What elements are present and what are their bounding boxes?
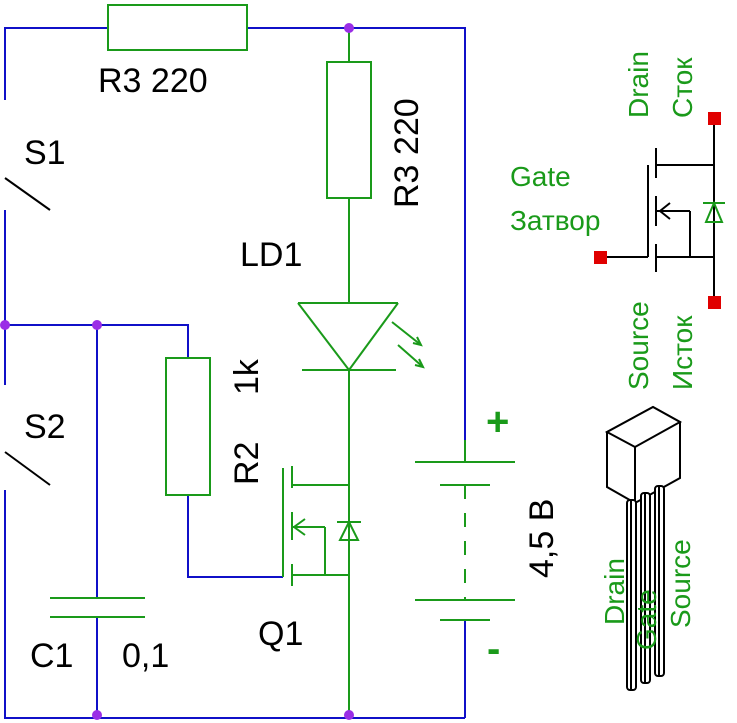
resistor-r2	[165, 357, 211, 496]
label-r3-right: R3 220	[388, 98, 426, 208]
label-minus: -	[487, 627, 500, 671]
label-r3-top: R3 220	[98, 62, 208, 100]
legend-source-ru: Исток	[667, 315, 698, 390]
wire-r3-to-right-rail	[247, 27, 466, 440]
label-r2-name: R2	[228, 442, 266, 485]
gate-terminal	[594, 251, 607, 264]
legend-drain-en: Drain	[623, 51, 654, 118]
junction-dot	[92, 710, 102, 720]
package-label-source: Source	[665, 539, 696, 628]
legend-drain-ru: Сток	[667, 57, 698, 118]
package-body-face	[604, 405, 683, 449]
package-label-gate: Gate	[631, 589, 662, 650]
battery	[415, 440, 515, 621]
junction-dot	[0, 320, 10, 330]
legend-gate-ru: Затвор	[510, 205, 600, 236]
wire-top-left	[4, 27, 108, 100]
label-r2-value: 1k	[228, 358, 266, 395]
capacitor-c1	[50, 597, 145, 618]
led-ld1	[297, 302, 425, 485]
label-q1: Q1	[258, 615, 303, 653]
package-labels: Drain Gate Source	[599, 539, 696, 650]
mosfet-q1	[282, 466, 361, 718]
source-terminal	[708, 296, 721, 309]
label-plus: +	[486, 400, 509, 444]
wire-left-low	[4, 490, 465, 719]
switch-s1	[4, 177, 51, 211]
package-label-drain: Drain	[599, 558, 630, 625]
mosfet-legend-symbol	[600, 118, 725, 302]
label-ld1: LD1	[240, 236, 302, 274]
junctions	[0, 23, 354, 720]
wire-midbus	[5, 324, 189, 358]
label-battery-value: 4,5 В	[523, 499, 561, 578]
junction-dot	[344, 23, 354, 33]
legend-gate-en: Gate	[510, 161, 571, 192]
wire-r2-to-gate	[187, 495, 283, 578]
switch-s2	[4, 451, 51, 486]
drain-terminal	[708, 112, 721, 125]
led-ray-2	[397, 344, 424, 368]
junction-dot	[344, 710, 354, 720]
label-s1: S1	[24, 134, 66, 172]
mosfet-legend-labels: Gate Затвор Drain Сток Source Исток	[510, 51, 698, 390]
label-s2: S2	[24, 408, 66, 446]
to92-package	[604, 405, 683, 691]
resistor-r3-horizontal	[107, 4, 248, 51]
junction-dot	[92, 320, 102, 330]
circuit-labels: R3 220 R3 220 LD1 S1 S2 1k R2 Q1 C1 0,1 …	[24, 62, 561, 675]
label-c1-name: C1	[30, 637, 73, 675]
wires	[4, 27, 466, 719]
package-leads	[626, 485, 665, 691]
label-c1-value: 0,1	[122, 637, 169, 675]
legend-source-en: Source	[623, 301, 654, 390]
mosfet-legend-terminals	[594, 112, 721, 309]
resistor-r3-vertical	[326, 61, 372, 199]
switches	[4, 177, 51, 486]
led-ray-1	[391, 321, 422, 346]
components	[50, 4, 515, 718]
